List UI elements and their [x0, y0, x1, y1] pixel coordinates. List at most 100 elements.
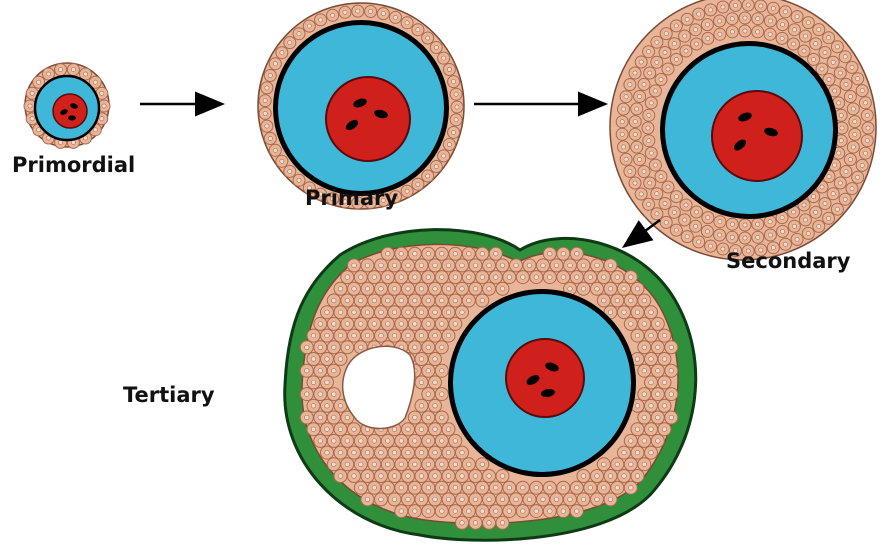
cell-nucleus: [426, 439, 431, 444]
cell-nucleus: [473, 521, 478, 526]
cell-nucleus: [595, 497, 600, 502]
cell-nucleus: [433, 333, 438, 338]
cell-nucleus: [561, 509, 566, 514]
cell-nucleus: [453, 462, 458, 467]
cell-nucleus: [548, 251, 553, 256]
cell-nucleus: [814, 210, 818, 214]
cell-nucleus: [446, 450, 451, 455]
cell-nucleus: [860, 89, 864, 93]
cell-nucleus: [338, 474, 343, 479]
cell-nucleus: [653, 163, 657, 167]
cell-nucleus: [595, 474, 600, 479]
cell-nucleus: [480, 251, 485, 256]
cell-nucleus: [419, 497, 424, 502]
cell-nucleus: [635, 287, 640, 292]
cell-nucleus: [827, 77, 831, 81]
cell-nucleus: [352, 333, 357, 338]
cell-nucleus: [827, 174, 831, 178]
cell-nucleus: [473, 497, 478, 502]
cell-nucleus: [581, 497, 586, 502]
cell-nucleus: [494, 275, 499, 280]
cell-nucleus: [426, 298, 431, 303]
cell-nucleus: [624, 157, 628, 161]
cell-nucleus: [500, 263, 505, 268]
cell-nucleus: [848, 94, 852, 98]
cell-nucleus: [352, 450, 357, 455]
cell-nucleus: [345, 345, 350, 350]
cell-nucleus: [413, 415, 418, 420]
cell-nucleus: [746, 3, 750, 7]
cell-nucleus: [338, 287, 343, 292]
cell-nucleus: [319, 18, 323, 22]
cell-nucleus: [426, 174, 430, 178]
cell-nucleus: [352, 287, 357, 292]
cell-nucleus: [440, 251, 445, 256]
cell-nucleus: [622, 474, 627, 479]
cell-nucleus: [718, 19, 722, 23]
cell-nucleus: [433, 427, 438, 432]
cell-nucleus: [473, 474, 478, 479]
cell-nucleus: [507, 485, 512, 490]
cell-nucleus: [756, 30, 760, 34]
cell-nucleus: [694, 210, 698, 214]
cell-nucleus: [780, 36, 784, 40]
cell-nucleus: [288, 41, 292, 45]
cell-nucleus: [705, 23, 709, 27]
cell-nucleus: [467, 298, 472, 303]
cell-nucleus: [850, 65, 854, 69]
cell-nucleus: [399, 275, 404, 280]
cell-nucleus: [392, 474, 397, 479]
cell-nucleus: [500, 521, 505, 526]
cell-nucleus: [297, 32, 301, 36]
cell-nucleus: [352, 474, 357, 479]
cell-nucleus: [372, 298, 377, 303]
cell-nucleus: [71, 68, 75, 72]
cell-nucleus: [844, 82, 848, 86]
cell-nucleus: [426, 392, 431, 397]
cell-nucleus: [633, 120, 637, 124]
cell-nucleus: [332, 392, 337, 397]
cell-nucleus: [359, 485, 364, 490]
cell-nucleus: [588, 275, 593, 280]
cell-nucleus: [345, 415, 350, 420]
cell-nucleus: [649, 450, 654, 455]
cell-nucleus: [352, 310, 357, 315]
cell-nucleus: [672, 210, 676, 214]
cell-nucleus: [305, 345, 310, 350]
cell-nucleus: [865, 139, 869, 143]
cell-nucleus: [840, 126, 844, 130]
cell-nucleus: [639, 192, 643, 196]
tertiary-label: Tertiary: [123, 383, 215, 407]
cell-nucleus: [646, 126, 650, 130]
cell-nucleus: [399, 298, 404, 303]
cell-nucleus: [635, 107, 639, 111]
cell-nucleus: [83, 72, 87, 76]
cell-nucleus: [345, 462, 350, 467]
cell-nucleus: [297, 178, 301, 182]
cell-nucleus: [823, 201, 827, 205]
cell-nucleus: [718, 233, 722, 237]
cell-nucleus: [325, 333, 330, 338]
cell-nucleus: [372, 462, 377, 467]
cell-nucleus: [674, 195, 678, 199]
cell-nucleus: [487, 263, 492, 268]
cell-nucleus: [649, 310, 654, 315]
cell-nucleus: [318, 392, 323, 397]
cell-nucleus: [460, 521, 465, 526]
cell-nucleus: [307, 24, 311, 28]
cell-nucleus: [372, 322, 377, 327]
cell-nucleus: [406, 450, 411, 455]
cell-nucleus: [406, 310, 411, 315]
cell-nucleus: [440, 368, 445, 373]
cell-nucleus: [621, 107, 625, 111]
cell-nucleus: [332, 415, 337, 420]
cell-nucleus: [656, 392, 661, 397]
cell-nucleus: [379, 333, 384, 338]
cell-nucleus: [426, 345, 431, 350]
cell-nucleus: [59, 68, 63, 72]
cell-nucleus: [280, 51, 284, 55]
cell-nucleus: [635, 310, 640, 315]
cell-nucleus: [433, 287, 438, 292]
cell-nucleus: [494, 509, 499, 514]
cell-nucleus: [434, 164, 438, 168]
